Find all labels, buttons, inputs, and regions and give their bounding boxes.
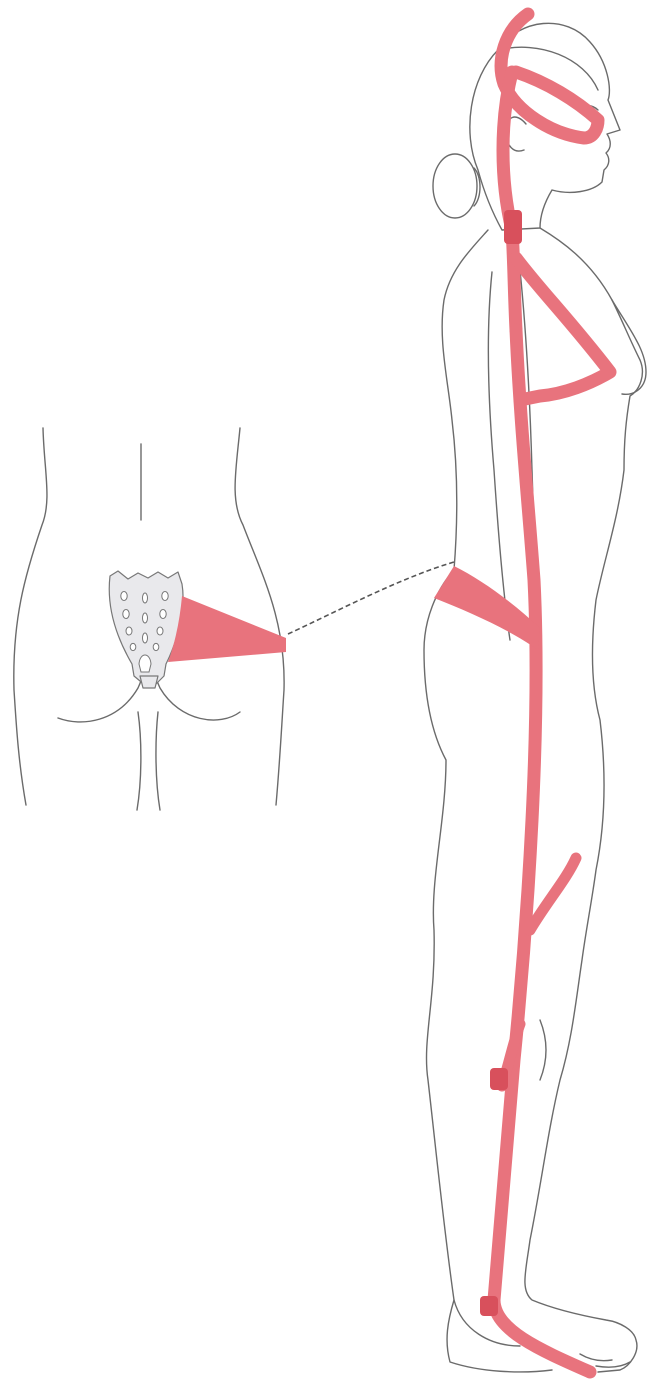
back-view-left-outline — [14, 428, 47, 805]
connector-dashed-line — [288, 562, 454, 634]
sacral-foramen — [157, 627, 163, 635]
gluteal-cleft — [137, 712, 141, 810]
sacral-crest — [143, 613, 148, 623]
sacral-foramen — [162, 592, 168, 601]
sacral-crest — [143, 593, 148, 603]
hair-bun — [433, 154, 477, 218]
meridian-calf-branch — [530, 858, 576, 930]
sacral-meridian-zone — [168, 596, 286, 662]
meridian-shin-accent — [490, 1068, 508, 1090]
meridian-foot-accent — [480, 1296, 498, 1316]
sacral-foramen — [121, 592, 127, 601]
sacral-foramen — [126, 627, 132, 635]
knee-line — [540, 1020, 546, 1080]
pelvis-back-view — [14, 428, 286, 810]
sacral-foramen — [123, 610, 129, 619]
arm-back-outline — [488, 272, 510, 640]
sacral-foramen — [153, 643, 159, 650]
coccyx-bone — [140, 676, 158, 688]
sacral-foramen — [130, 643, 136, 650]
sacral-crest — [143, 633, 148, 643]
sacral-foramen — [160, 610, 166, 619]
meridian-back-descending — [494, 330, 590, 1372]
back-view-right-outline — [235, 428, 284, 805]
meridian-chest-loop — [516, 258, 610, 400]
meridian-neck-accent — [504, 210, 522, 244]
meridian-hip-zone — [434, 566, 540, 650]
gluteal-cleft-right — [156, 712, 160, 810]
sacral-hiatus — [139, 655, 151, 672]
